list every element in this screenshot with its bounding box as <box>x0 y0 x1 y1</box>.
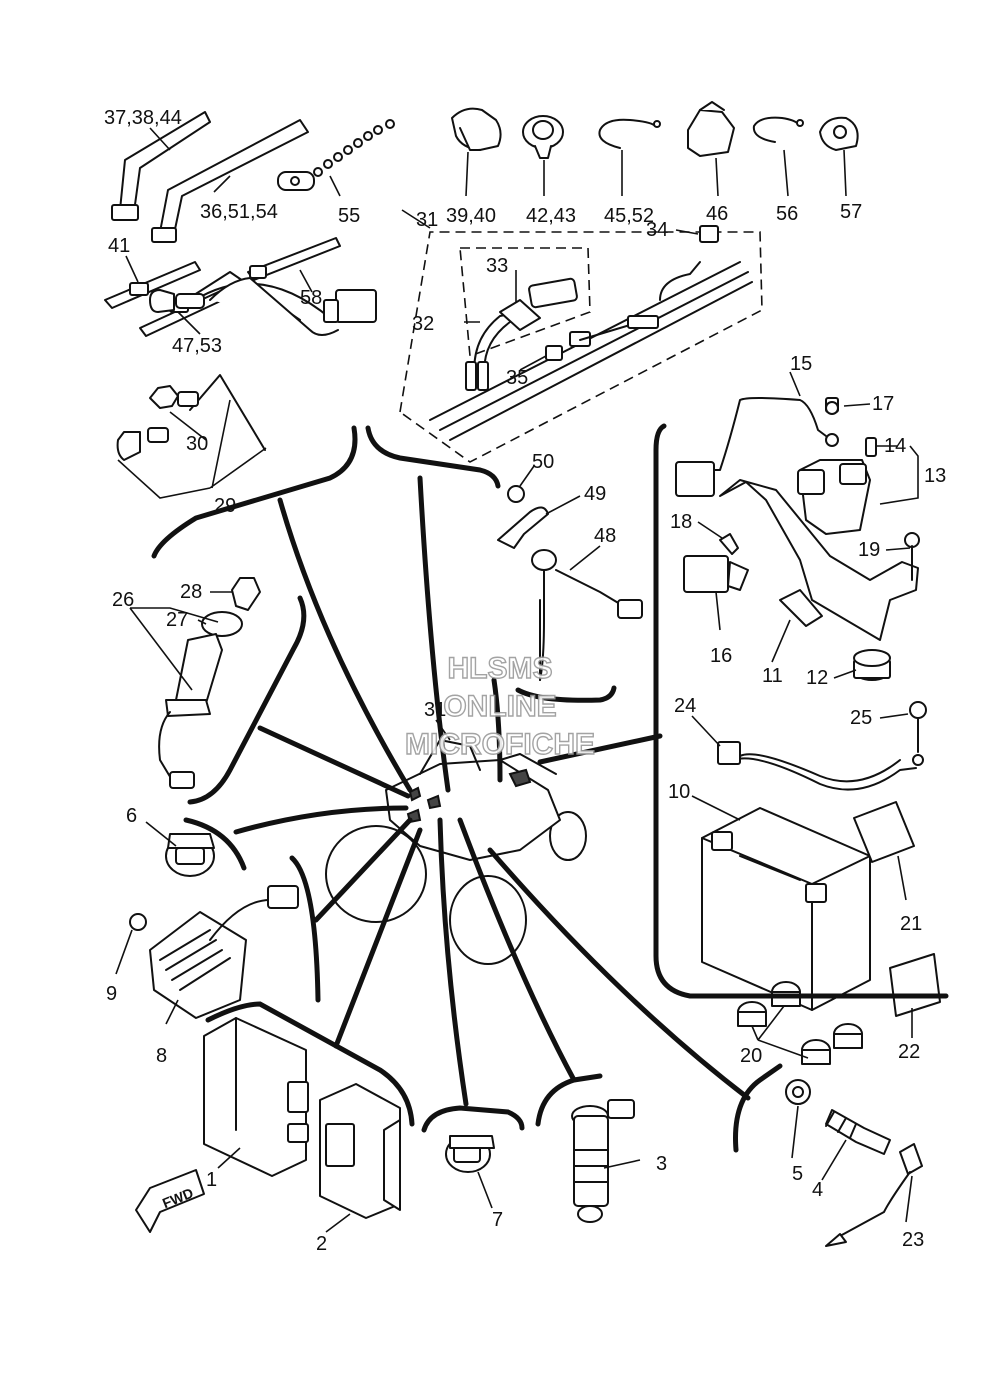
callout-49: 49 <box>584 483 606 505</box>
callout-39-40: 39,40 <box>446 205 496 227</box>
clip-57 <box>819 116 859 151</box>
callout-3: 3 <box>656 1153 667 1175</box>
callout-34: 34 <box>646 219 668 241</box>
callout-6: 6 <box>126 805 137 827</box>
callout-41: 41 <box>108 235 130 257</box>
callout-47-53: 47,53 <box>172 335 222 357</box>
main-switch-group-26-27-28 <box>158 577 261 789</box>
callout-57: 57 <box>840 201 862 223</box>
callout-13: 13 <box>924 465 946 487</box>
group-brackets <box>151 423 949 1153</box>
cable-tie-long <box>111 111 211 221</box>
callout-23: 23 <box>902 1229 924 1251</box>
reference-lines <box>233 475 751 1107</box>
grommet-clamp-42-43 <box>522 115 564 159</box>
callout-18: 18 <box>670 511 692 533</box>
switch-6 <box>165 833 215 877</box>
plug-cap-23 <box>825 1143 923 1247</box>
spark-plug-cord-assembly <box>116 271 377 461</box>
cable-tie-band <box>151 119 309 243</box>
callout-50: 50 <box>532 451 554 473</box>
callout-25: 25 <box>850 707 872 729</box>
watermark-line-1: HLSMS <box>448 652 553 685</box>
callout-8: 8 <box>156 1045 167 1067</box>
callout-28: 28 <box>180 581 202 603</box>
callout-42-43: 42,43 <box>526 205 576 227</box>
callout-15: 15 <box>790 353 812 375</box>
watermark-line-3: MICROFICHE <box>405 728 595 761</box>
callout-35: 35 <box>506 367 528 389</box>
cdi-unit-1 <box>203 1017 309 1177</box>
callout-36-51-54: 36,51,54 <box>200 201 278 223</box>
callout-31-top: 31 <box>416 209 438 231</box>
callout-16: 16 <box>710 645 732 667</box>
pickup-coil-3 <box>571 1099 635 1223</box>
leader-lines <box>115 127 919 1233</box>
callout-14: 14 <box>884 435 906 457</box>
callout-30: 30 <box>186 433 208 455</box>
ignition-coil-2 <box>319 1083 401 1219</box>
callout-27: 27 <box>166 609 188 631</box>
callout-46: 46 <box>706 203 728 225</box>
callout-1: 1 <box>206 1169 217 1191</box>
sensor-group-48-49-50 <box>497 485 643 681</box>
fwd-arrow: FWD <box>135 1169 205 1233</box>
callout-17: 17 <box>872 393 894 415</box>
starter-relay-bracket-group <box>675 397 920 681</box>
callout-29: 29 <box>214 495 236 517</box>
watermark-line-2: ONLINE <box>443 690 556 723</box>
atv-vehicle-outline <box>325 739 587 965</box>
clamp-39-40 <box>451 107 502 151</box>
callout-32: 32 <box>412 313 434 335</box>
callout-11: 11 <box>762 665 783 687</box>
callout-56: 56 <box>776 203 798 225</box>
callout-20: 20 <box>740 1045 762 1067</box>
callout-45-52: 45,52 <box>604 205 654 227</box>
callout-9: 9 <box>106 983 117 1005</box>
battery-10 <box>701 807 871 1011</box>
wire-harness-group-31 <box>399 225 763 463</box>
cable-tie-41 <box>104 261 201 309</box>
callout-12: 12 <box>806 667 828 689</box>
callout-37-38-44: 37,38,44 <box>104 107 182 129</box>
wire-hook-45-52 <box>598 118 661 149</box>
callout-5: 5 <box>792 1163 803 1185</box>
callout-55: 55 <box>338 205 360 227</box>
cable-tie-58 <box>247 237 341 281</box>
callout-33: 33 <box>486 255 508 277</box>
callout-48: 48 <box>594 525 616 547</box>
wire-hook-56 <box>752 116 804 143</box>
callout-22: 22 <box>898 1041 920 1063</box>
callout-4: 4 <box>812 1179 823 1201</box>
callout-21: 21 <box>900 913 922 935</box>
callout-31-center: 31 <box>424 699 446 721</box>
callout-58: 58 <box>300 287 322 309</box>
watermark: HLSMS ONLINE MICROFICHE <box>404 651 595 761</box>
callout-labels: 37,38,44 36,51,54 55 39,40 42,43 45,52 4… <box>104 107 946 1255</box>
holder-46 <box>687 101 735 157</box>
callout-24: 24 <box>674 695 696 717</box>
callout-7: 7 <box>492 1209 503 1231</box>
battery-sheet-22 <box>889 953 941 1017</box>
callout-2: 2 <box>316 1233 327 1255</box>
spark-plug-4 <box>825 1109 891 1155</box>
rectifier-regulator-8 <box>129 885 299 1019</box>
battery-sheet-21 <box>853 801 915 863</box>
callout-10: 10 <box>668 781 690 803</box>
bead-band-clamp <box>277 119 395 191</box>
callout-19: 19 <box>858 539 880 561</box>
washer-5 <box>785 1079 811 1105</box>
battery-lead-24-25 <box>717 701 927 791</box>
switch-7 <box>445 1135 495 1173</box>
callout-26: 26 <box>112 589 134 611</box>
